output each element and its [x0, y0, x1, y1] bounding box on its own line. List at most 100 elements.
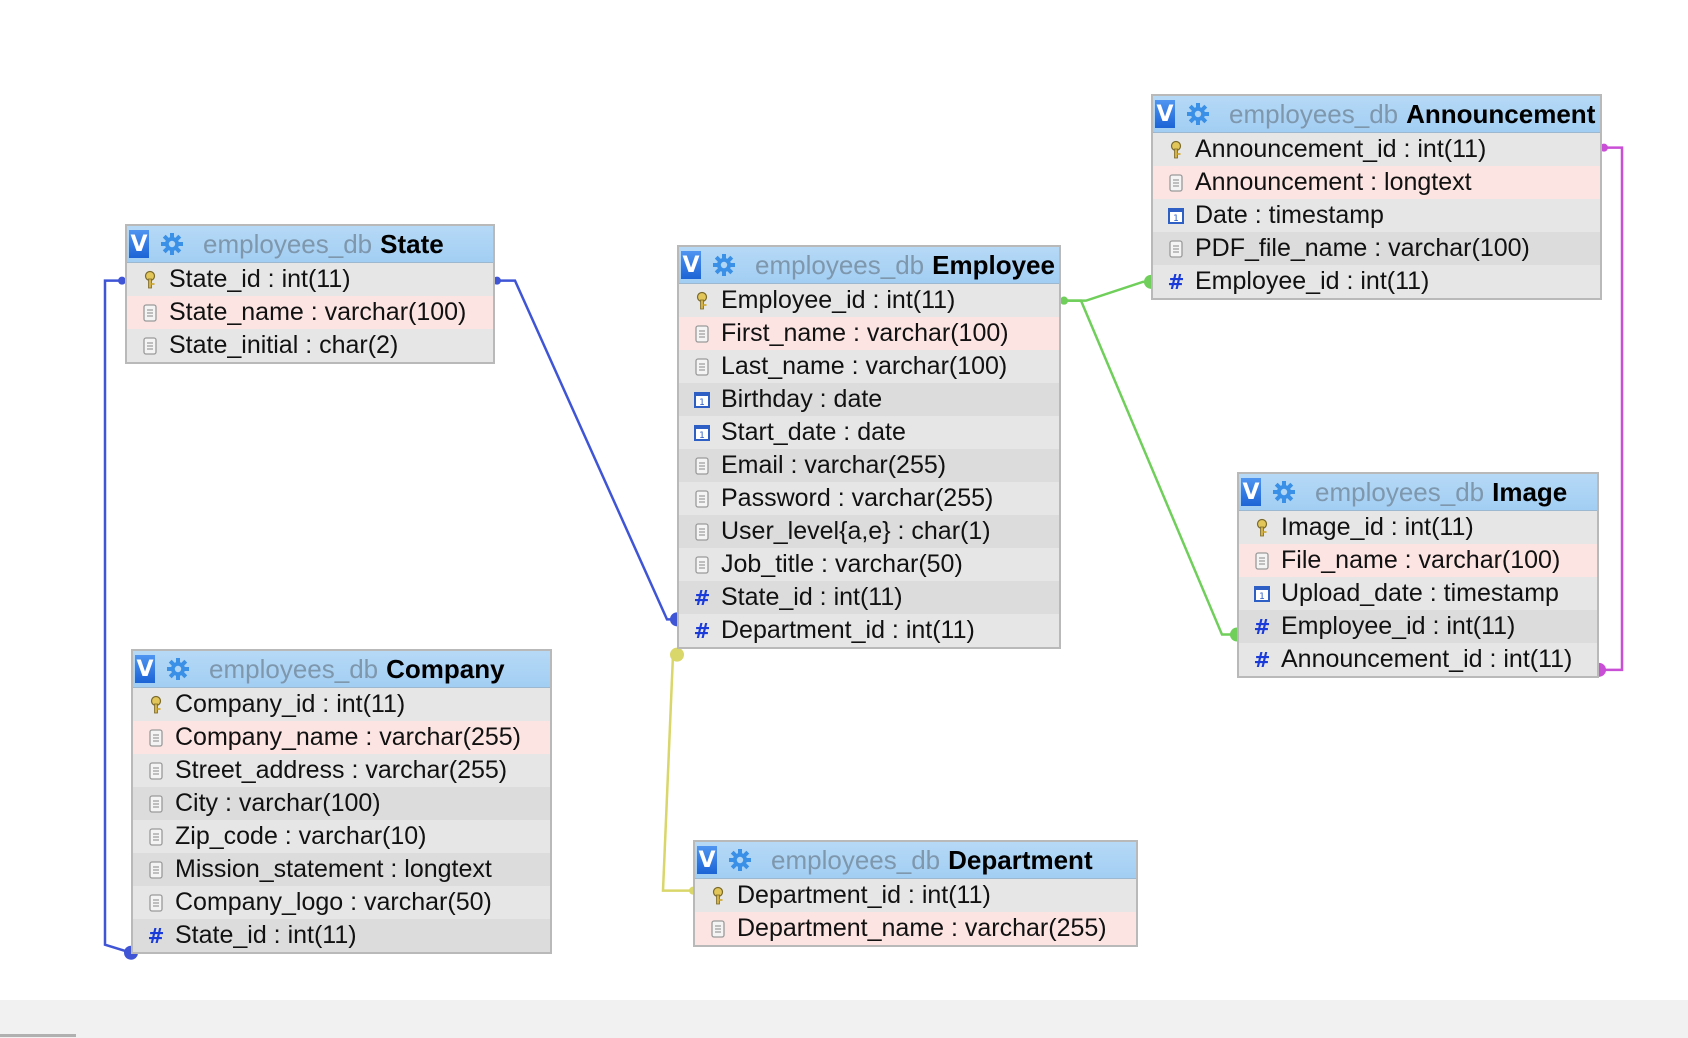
column-row[interactable]: #State_id : int(11): [133, 919, 550, 952]
column-row[interactable]: #State_id : int(11): [679, 581, 1059, 614]
gear-icon[interactable]: [711, 252, 737, 278]
column-row[interactable]: City : varchar(100): [133, 787, 550, 820]
column-row[interactable]: Employee_id : int(11): [679, 284, 1059, 317]
text-field-icon: [145, 858, 167, 882]
column-row[interactable]: State_initial : char(2): [127, 329, 493, 362]
column-label: User_level{a,e} : char(1): [721, 517, 991, 545]
database-name: employees_db: [1315, 476, 1485, 507]
column-row[interactable]: Street_address : varchar(255): [133, 754, 550, 787]
column-row[interactable]: 1 Upload_date : timestamp: [1239, 577, 1597, 610]
text-field-icon: [691, 520, 713, 544]
column-row[interactable]: 1 Start_date : date: [679, 416, 1059, 449]
numeric-field-icon: #: [693, 618, 711, 643]
toggle-columns-button[interactable]: V: [1155, 100, 1175, 128]
column-row[interactable]: Department_id : int(11): [695, 879, 1136, 912]
column-row[interactable]: Company_id : int(11): [133, 688, 550, 721]
column-row[interactable]: File_name : varchar(100): [1239, 544, 1597, 577]
numeric-field-icon: #: [693, 585, 711, 610]
text-field-icon: [1165, 171, 1187, 195]
column-label: City : varchar(100): [175, 789, 381, 817]
text-field-icon: [691, 454, 713, 478]
column-row[interactable]: First_name : varchar(100): [679, 317, 1059, 350]
column-row[interactable]: PDF_file_name : varchar(100): [1153, 232, 1600, 265]
text-field-icon: [691, 553, 713, 577]
toggle-columns-button[interactable]: V: [681, 251, 701, 279]
column-label: Password : varchar(255): [721, 484, 994, 512]
column-row[interactable]: Zip_code : varchar(10): [133, 820, 550, 853]
gear-icon[interactable]: [1185, 101, 1211, 127]
column-row[interactable]: State_id : int(11): [127, 263, 493, 296]
toggle-columns-button[interactable]: V: [129, 230, 149, 258]
column-row[interactable]: #Employee_id : int(11): [1239, 610, 1597, 643]
svg-text:1: 1: [699, 431, 705, 441]
table-name[interactable]: Employee: [932, 249, 1055, 280]
column-row[interactable]: Announcement : longtext: [1153, 166, 1600, 199]
primary-key-icon: [707, 884, 729, 908]
relation-line: [495, 279, 677, 621]
text-field-icon: [139, 334, 161, 358]
relation-end-marker: [670, 647, 684, 662]
column-row[interactable]: Department_name : varchar(255): [695, 912, 1136, 945]
bottom-tab-indicator: [0, 1034, 76, 1037]
text-field-icon: [145, 726, 167, 750]
text-field-icon: [707, 917, 729, 941]
column-row[interactable]: #Announcement_id : int(11): [1239, 643, 1597, 676]
gear-icon[interactable]: [727, 847, 753, 873]
column-row[interactable]: State_name : varchar(100): [127, 296, 493, 329]
table-name[interactable]: Company: [386, 653, 505, 684]
gear-icon[interactable]: [159, 231, 185, 257]
column-row[interactable]: Image_id : int(11): [1239, 511, 1597, 544]
table-name[interactable]: Image: [1492, 476, 1568, 507]
column-row[interactable]: Password : varchar(255): [679, 482, 1059, 515]
column-row[interactable]: Last_name : varchar(100): [679, 350, 1059, 383]
toggle-columns-button[interactable]: V: [697, 846, 717, 874]
column-row[interactable]: #Department_id : int(11): [679, 614, 1059, 647]
column-label: Employee_id : int(11): [721, 286, 956, 314]
column-row[interactable]: Announcement_id : int(11): [1153, 133, 1600, 166]
relation-line: [103, 279, 132, 954]
column-row[interactable]: Email : varchar(255): [679, 449, 1059, 482]
numeric-field-icon: #: [147, 923, 165, 948]
column-row[interactable]: User_level{a,e} : char(1): [679, 515, 1059, 548]
column-label: Upload_date : timestamp: [1281, 579, 1559, 607]
column-label: Department_name : varchar(255): [737, 914, 1107, 942]
column-label: File_name : varchar(100): [1281, 546, 1561, 574]
column-row[interactable]: Company_logo : varchar(50): [133, 886, 550, 919]
column-label: Employee_id : int(11): [1195, 267, 1430, 295]
table-name[interactable]: State: [380, 228, 444, 259]
column-row[interactable]: Mission_statement : longtext: [133, 853, 550, 886]
column-label: Announcement_id : int(11): [1281, 645, 1573, 673]
date-field-icon: 1: [1165, 204, 1187, 228]
column-label: Announcement : longtext: [1195, 168, 1472, 196]
toggle-columns-button[interactable]: V: [135, 655, 155, 683]
primary-key-icon: [1251, 516, 1273, 540]
table-name[interactable]: Department: [948, 844, 1093, 875]
gear-icon[interactable]: [165, 656, 191, 682]
toggle-columns-button[interactable]: V: [1241, 478, 1261, 506]
column-label: Start_date : date: [721, 418, 906, 446]
gear-icon[interactable]: [1271, 479, 1297, 505]
column-row[interactable]: #Employee_id : int(11): [1153, 265, 1600, 298]
text-field-icon: [691, 355, 713, 379]
column-row[interactable]: Job_title : varchar(50): [679, 548, 1059, 581]
column-row[interactable]: Company_name : varchar(255): [133, 721, 550, 754]
relation-start-marker: [1060, 296, 1068, 305]
svg-text:1: 1: [1259, 592, 1265, 602]
text-field-icon: [691, 487, 713, 511]
table-name[interactable]: Announcement: [1406, 98, 1596, 129]
database-name: employees_db: [1229, 98, 1399, 129]
